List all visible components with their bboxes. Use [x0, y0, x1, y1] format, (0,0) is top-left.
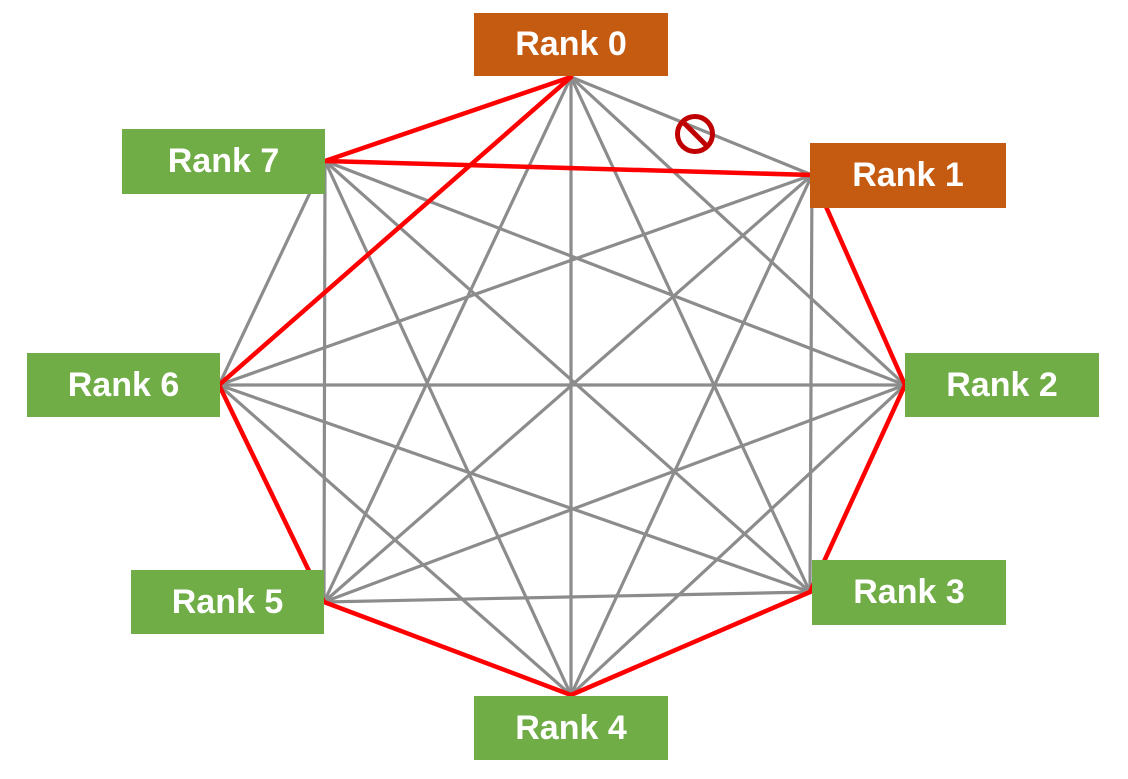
mesh-edge-3-7 [323, 159, 812, 594]
mesh-edge-1-4 [569, 174, 814, 696]
rank-2-box: Rank 2 [905, 353, 1099, 417]
ring-path-edges [216, 74, 908, 698]
ring-edge-4-3 [568, 589, 813, 698]
ring-edge-2-1 [809, 172, 908, 388]
rank-0-box: Rank 0 [474, 13, 668, 76]
mesh-edge-0-1 [570, 75, 813, 177]
mesh-edge-1-6 [218, 173, 813, 387]
mesh-edge-0-2 [569, 75, 907, 387]
rank-3-box: Rank 3 [812, 560, 1006, 625]
rank-4-box: Rank 4 [474, 696, 668, 760]
rank-7-box: Rank 7 [122, 129, 325, 194]
mesh-edge-2-4 [569, 383, 907, 697]
ring-edge-7-0 [322, 74, 574, 164]
mesh-edge-3-5 [323, 590, 811, 604]
mesh-edge-6-7 [217, 160, 327, 386]
ring-edge-3-2 [807, 382, 908, 595]
prohibited-icon [675, 114, 715, 154]
mesh-edge-4-7 [323, 160, 573, 696]
ring-edge-6-5 [216, 382, 327, 605]
mesh-edge-4-6 [217, 383, 573, 697]
rank-5-box: Rank 5 [131, 570, 324, 634]
rank-6-box: Rank 6 [27, 353, 220, 417]
mesh-edge-5-7 [322, 160, 327, 603]
rank-1-box: Rank 1 [810, 143, 1006, 208]
mesh-edge-3-6 [218, 383, 811, 594]
ring-edge-0-6 [216, 74, 574, 388]
ring-edge-1-7 [322, 158, 815, 178]
mesh-edge-1-5 [322, 173, 814, 604]
ring-edge-5-4 [321, 599, 574, 698]
mesh-edge-2-7 [324, 159, 906, 387]
mesh-edge-0-3 [569, 76, 812, 593]
mesh-edge-2-5 [323, 383, 906, 604]
